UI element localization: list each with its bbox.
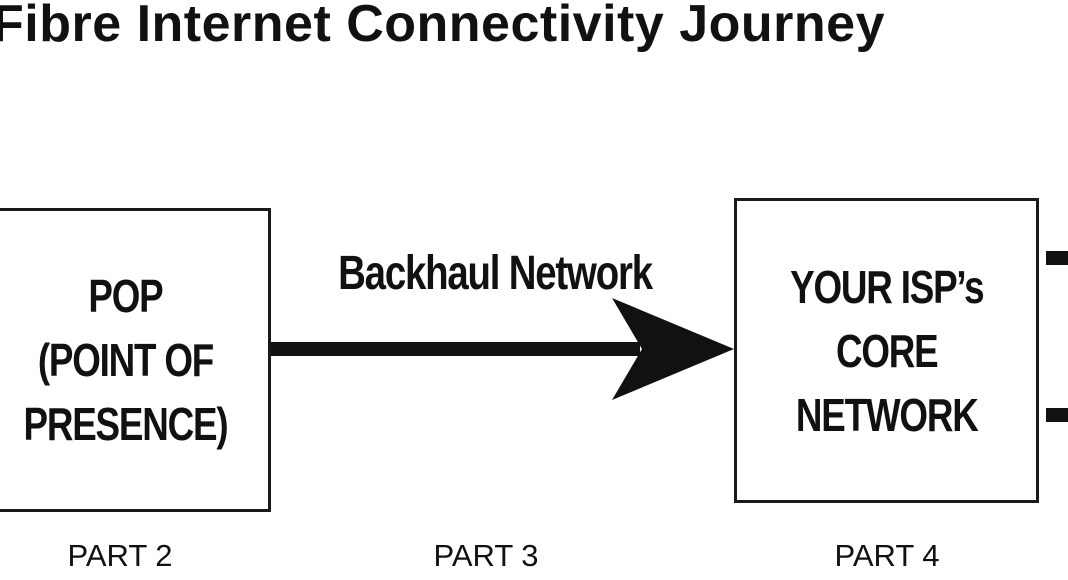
isp-core-node-label: YOUR ISP’s CORE NETWORK: [789, 255, 984, 447]
part-2-label: PART 2: [67, 538, 173, 573]
pop-node-box: POP (POINT OF PRESENCE): [0, 208, 271, 512]
isp-label-line-1: YOUR ISP’s: [789, 260, 984, 313]
pop-label-line-3: PRESENCE): [23, 398, 229, 450]
pop-node-label: POP (POINT OF PRESENCE): [23, 264, 229, 456]
backhaul-arrow-head: [612, 298, 734, 400]
part-3-label: PART 3: [433, 538, 539, 573]
diagram-title: Fibre Internet Connectivity Journey: [0, 0, 885, 53]
pop-label-line-2: (POINT OF: [37, 334, 214, 386]
isp-label-line-2: CORE: [835, 324, 939, 377]
part-4-label: PART 4: [834, 538, 940, 573]
isp-outgoing-link-top: [1046, 251, 1068, 265]
backhaul-network-label: Backhaul Network: [338, 247, 653, 300]
isp-label-line-3: NETWORK: [795, 388, 979, 441]
isp-core-node-box: YOUR ISP’s CORE NETWORK: [734, 198, 1039, 503]
isp-outgoing-link-bottom: [1046, 408, 1068, 422]
pop-label-line-1: POP: [88, 270, 163, 322]
